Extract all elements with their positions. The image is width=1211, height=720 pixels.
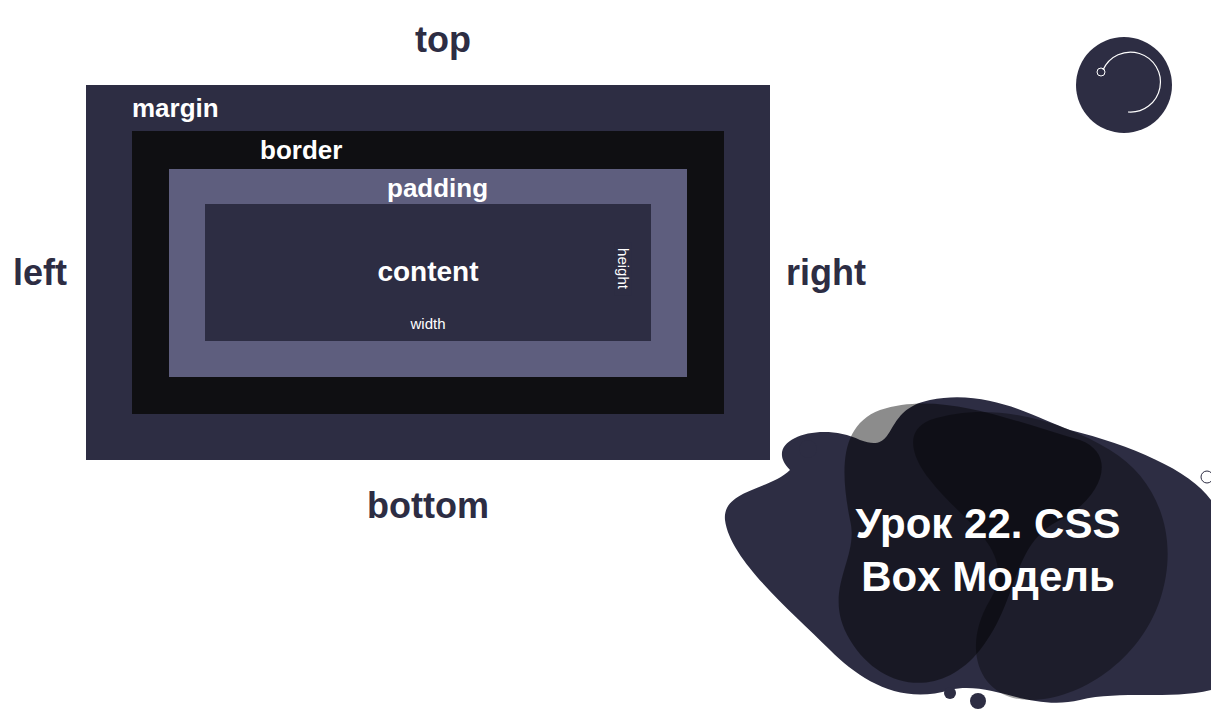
title: Урок 22. CSS Box Модель: [818, 498, 1158, 603]
blob-dot: [944, 687, 956, 699]
box-label: border: [260, 135, 342, 166]
box-label: padding: [387, 173, 488, 204]
dimension-label: width: [404, 315, 451, 332]
side-label: left: [13, 252, 67, 294]
logo-circle: [1076, 37, 1172, 133]
blob-dot: [970, 693, 986, 709]
margin-box: margin border padding content: [86, 85, 770, 460]
side-label: right: [786, 252, 866, 294]
border-box: border padding content: [132, 131, 724, 414]
blob-dot: [799, 440, 817, 458]
title-blob: [725, 397, 1211, 702]
side-label: bottom: [367, 485, 489, 527]
box-label: margin: [132, 93, 219, 124]
logo-arc: [1103, 52, 1160, 112]
padding-box: padding content: [169, 169, 687, 377]
blob-ring: [1201, 471, 1211, 483]
logo-dot: [1097, 68, 1105, 76]
dimension-label: height: [615, 242, 632, 295]
box-label: content: [377, 256, 478, 288]
side-label: top: [415, 19, 471, 61]
